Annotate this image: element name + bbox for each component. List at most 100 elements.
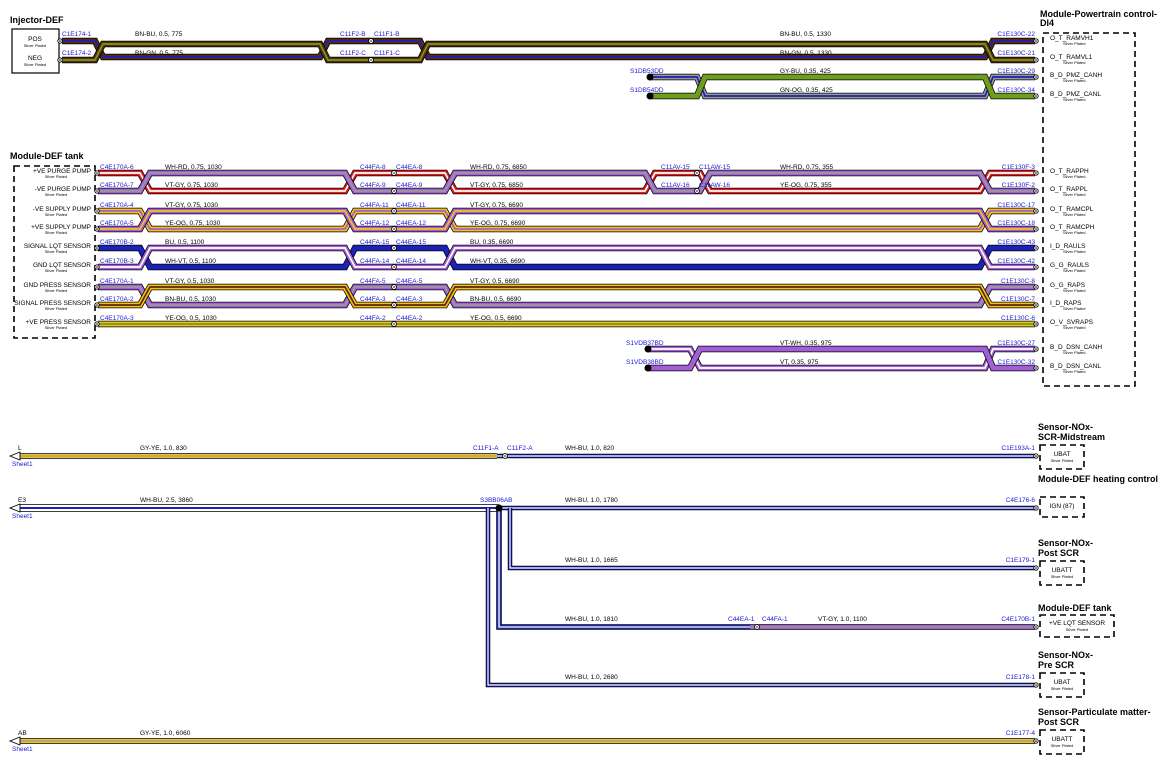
injector-def-box[interactable] [11,28,60,74]
wire-def-tank-0[interactable] [98,169,1035,195]
connector-id[interactable]: C4E170B-3 [100,258,134,265]
offsheet-arrow-icon[interactable] [8,503,21,513]
wire-branch-def-tank[interactable] [496,508,750,630]
connector-id[interactable]: C1E130C-29 [997,68,1035,75]
connector-id[interactable]: C44FA-14 [360,258,390,265]
connector-id[interactable]: C44EA-3 [396,296,423,303]
connector-id[interactable]: C1E130C-17 [997,202,1035,209]
connector-id[interactable]: C1E130C-21 [997,50,1035,57]
offsheet-arrow-icon[interactable] [8,451,21,461]
connector-id[interactable]: C44EA-5 [396,278,423,285]
connector-id[interactable]: C1E174-2 [62,50,92,57]
wire-branch-nox-pre[interactable] [485,508,1035,688]
nox-midstream-box[interactable] [1039,444,1085,470]
connector-id[interactable]: C44FA-1 [762,616,788,623]
connector-id[interactable]: C4E170A-2 [100,296,134,303]
pin-label: IGN (87) [1050,503,1075,510]
connector-id[interactable]: C44EA-1 [728,616,755,623]
connector-id[interactable]: C4E170B-1 [1001,616,1035,623]
wire-branch-nox-post[interactable] [507,508,1035,571]
connector-id[interactable]: C1E179-1 [1006,557,1036,564]
connector-id[interactable]: C44EA-2 [396,315,423,322]
connector-id[interactable]: S3BB06AB [480,497,513,504]
sheet-link[interactable]: Sheet1 [12,746,33,753]
connector-id[interactable]: C44FA-12 [360,220,390,227]
connector-id[interactable]: C11AV-15 [661,164,690,171]
connector-id[interactable]: C44EA-14 [396,258,426,265]
wire-def-tank-5[interactable] [98,244,1035,271]
connector-id[interactable]: S1DB53DD [630,68,664,75]
nox-post-scr-box[interactable] [1039,560,1085,586]
connector-id[interactable]: C44FA-15 [360,239,390,246]
def-heating-control-box[interactable] [1039,496,1085,518]
connector-id[interactable]: C11AW-16 [699,182,730,189]
connector-id[interactable]: C1E130C-42 [997,258,1035,265]
connector-id[interactable]: C1E130C-22 [997,31,1035,38]
connector-id[interactable]: C4E170A-3 [100,315,134,322]
wire-vt-wh-dsn[interactable] [648,345,1035,372]
connector-id[interactable]: C44FA-9 [360,182,386,189]
connector-id[interactable]: C1E130F-3 [1002,164,1036,171]
connector-id[interactable]: C4E170A-5 [100,220,134,227]
connector-id[interactable]: C44EA-15 [396,239,426,246]
connector-id[interactable]: C44FA-8 [360,164,386,171]
pin-terminal-center [1035,59,1037,61]
connector-id[interactable]: C11F2-A [507,445,533,452]
wire-def-tank-7[interactable] [98,283,1035,309]
connector-id[interactable]: C11F1-A [473,445,499,452]
pm-sensor-box[interactable] [1039,729,1085,755]
connector-id[interactable]: C1E130C-34 [997,87,1035,94]
connector-id[interactable]: C4E170A-4 [100,202,134,209]
connector-id[interactable]: C1E174-1 [62,31,92,38]
connector-id[interactable]: S1DB54DD [630,87,664,94]
nox-pre-scr-box[interactable] [1039,672,1085,698]
connector-id[interactable]: C4E170A-7 [100,182,134,189]
connector-id[interactable]: C1E130C-18 [997,220,1035,227]
connector-id[interactable]: C11F2-B [340,31,366,38]
connector-id[interactable]: C4E170A-1 [100,278,134,285]
connector-id[interactable]: C4E170B-2 [100,239,134,246]
wire-gy-bu-can[interactable] [650,73,1035,100]
wire-vt-dsn[interactable] [648,345,1035,372]
wire-bn-gn-inj[interactable] [62,40,1035,64]
connector-id[interactable]: C11F1-B [374,31,400,38]
sheet-link[interactable]: Sheet1 [12,461,33,468]
connector-id[interactable]: C1E130C-32 [997,359,1035,366]
connector-id[interactable]: C1E130C-43 [997,239,1035,246]
connector-id[interactable]: C44EA-11 [396,202,426,209]
connector-id[interactable]: C1E178-1 [1006,674,1036,681]
connector-id[interactable]: C1E193A-1 [1001,445,1035,452]
connector-id[interactable]: C11F2-C [340,50,366,57]
connector-id[interactable]: C11AW-15 [699,164,730,171]
def-tank-box[interactable] [13,165,96,339]
connector-id[interactable]: C44FA-3 [360,296,386,303]
connector-id[interactable]: C11F1-C [374,50,400,57]
connector-id[interactable]: C44FA-2 [360,315,386,322]
connector-id[interactable]: S1VDB37BD [626,340,664,347]
def-tank-2-box[interactable] [1039,614,1115,638]
connector-id[interactable]: C44EA-8 [396,164,423,171]
connector-id[interactable]: C4E176-6 [1006,497,1036,504]
offsheet-arrow-icon[interactable] [8,736,21,746]
connector-id[interactable]: C11AV-16 [661,182,690,189]
connector-id[interactable]: C1E130F-2 [1002,182,1036,189]
connector-id[interactable]: C44FA-11 [360,202,389,209]
wire-def-tank-1[interactable] [98,169,1035,195]
connector-id[interactable]: C1E177-4 [1006,730,1036,737]
connector-id[interactable]: C44EA-9 [396,182,423,189]
connector-id[interactable]: C1E130C-27 [997,340,1035,347]
pin-terminal-center [96,323,98,325]
connector-id[interactable]: C1E130C-6 [1001,315,1035,322]
sheet-link[interactable]: Sheet1 [12,513,33,520]
connector-id[interactable]: S1VDB38BD [626,359,664,366]
wire-def-tank-3[interactable] [98,207,1035,233]
connector-id[interactable]: C44FA-5 [360,278,386,285]
pin-terminal-center [1035,323,1037,325]
wire-gn-og-can[interactable] [650,73,1035,100]
pcm-box[interactable] [1042,32,1136,387]
connector-id[interactable]: C44EA-12 [396,220,426,227]
pin-label: O_T_RAMCPL [1050,206,1094,213]
connector-id[interactable]: C4E170A-6 [100,164,134,171]
connector-id[interactable]: C1E130C-8 [1001,278,1035,285]
connector-id[interactable]: C1E130C-7 [1001,296,1035,303]
